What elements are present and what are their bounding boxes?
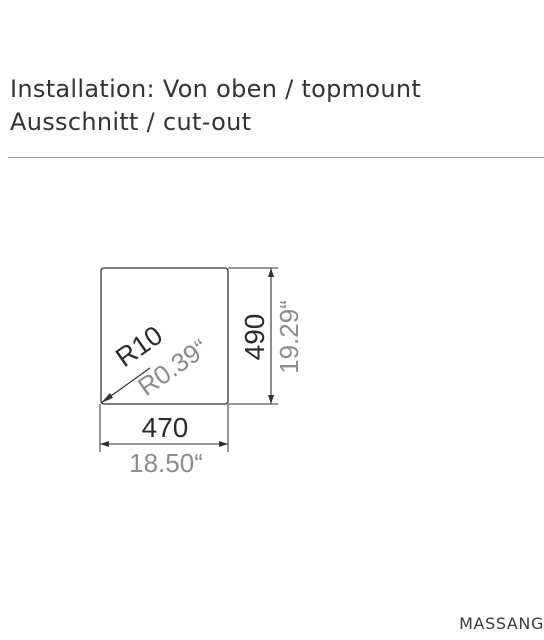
width-in-label: 18.50“ bbox=[129, 448, 203, 478]
width-mm-label: 470 bbox=[142, 412, 189, 443]
radius-arrowhead bbox=[101, 393, 113, 403]
height-arrow-top bbox=[268, 268, 274, 277]
brand-label: MASSANG bbox=[459, 614, 544, 633]
header-divider bbox=[8, 157, 544, 158]
width-arrow-left bbox=[100, 441, 109, 447]
height-mm-label: 490 bbox=[239, 314, 270, 361]
installation-title: Installation: Von oben / topmount bbox=[10, 75, 422, 103]
height-arrow-bottom bbox=[268, 395, 274, 404]
width-arrow-right bbox=[219, 441, 228, 447]
height-in-label: 19.29“ bbox=[274, 300, 304, 374]
cutout-title: Ausschnitt / cut-out bbox=[10, 108, 252, 136]
cutout-outline bbox=[100, 267, 229, 405]
page-heading: Installation: Von oben / topmount Aussch… bbox=[10, 73, 421, 139]
